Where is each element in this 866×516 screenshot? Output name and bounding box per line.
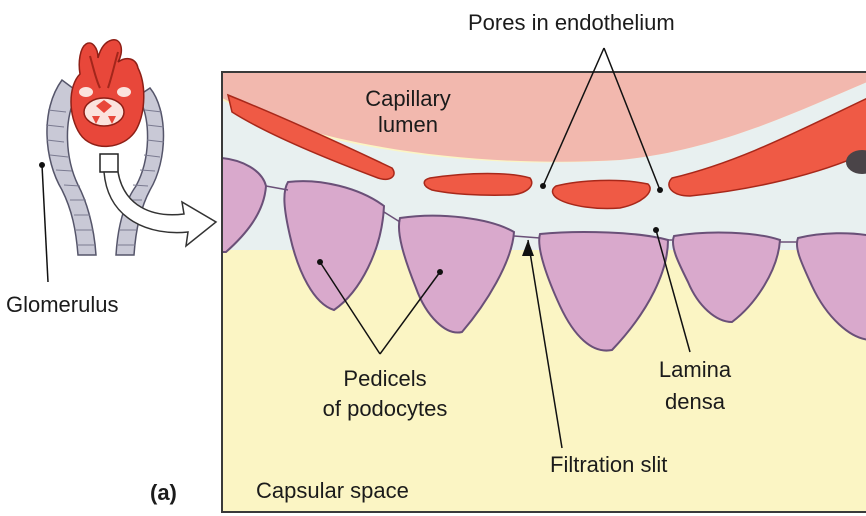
endothelial-cell [424,174,532,196]
glomerulus-inset [39,40,216,282]
capillary-lumen-label-line2: lumen [352,112,464,138]
capillary-lumen-label: Capillary lumen [352,86,464,138]
pores-label: Pores in endothelium [468,10,675,36]
glomerulus-leader [42,165,48,282]
glomerulus-label: Glomerulus [6,292,118,318]
lamina-densa-label: Lamina densa [640,354,750,418]
lamina-densa-label-line2: densa [640,386,750,418]
capillary-lumen-label-line1: Capillary [352,86,464,112]
pedicels-label-line1: Pedicels [300,364,470,394]
pedicels-label-line2: of podocytes [300,394,470,424]
capsular-space-label: Capsular space [256,478,409,504]
pedicels-label: Pedicels of podocytes [300,364,470,424]
zoom-region-box [100,154,118,172]
panel-letter: (a) [150,480,177,506]
enlarged-view [222,72,866,512]
filtration-slit-label: Filtration slit [550,452,667,478]
lamina-densa-label-line1: Lamina [640,354,750,386]
